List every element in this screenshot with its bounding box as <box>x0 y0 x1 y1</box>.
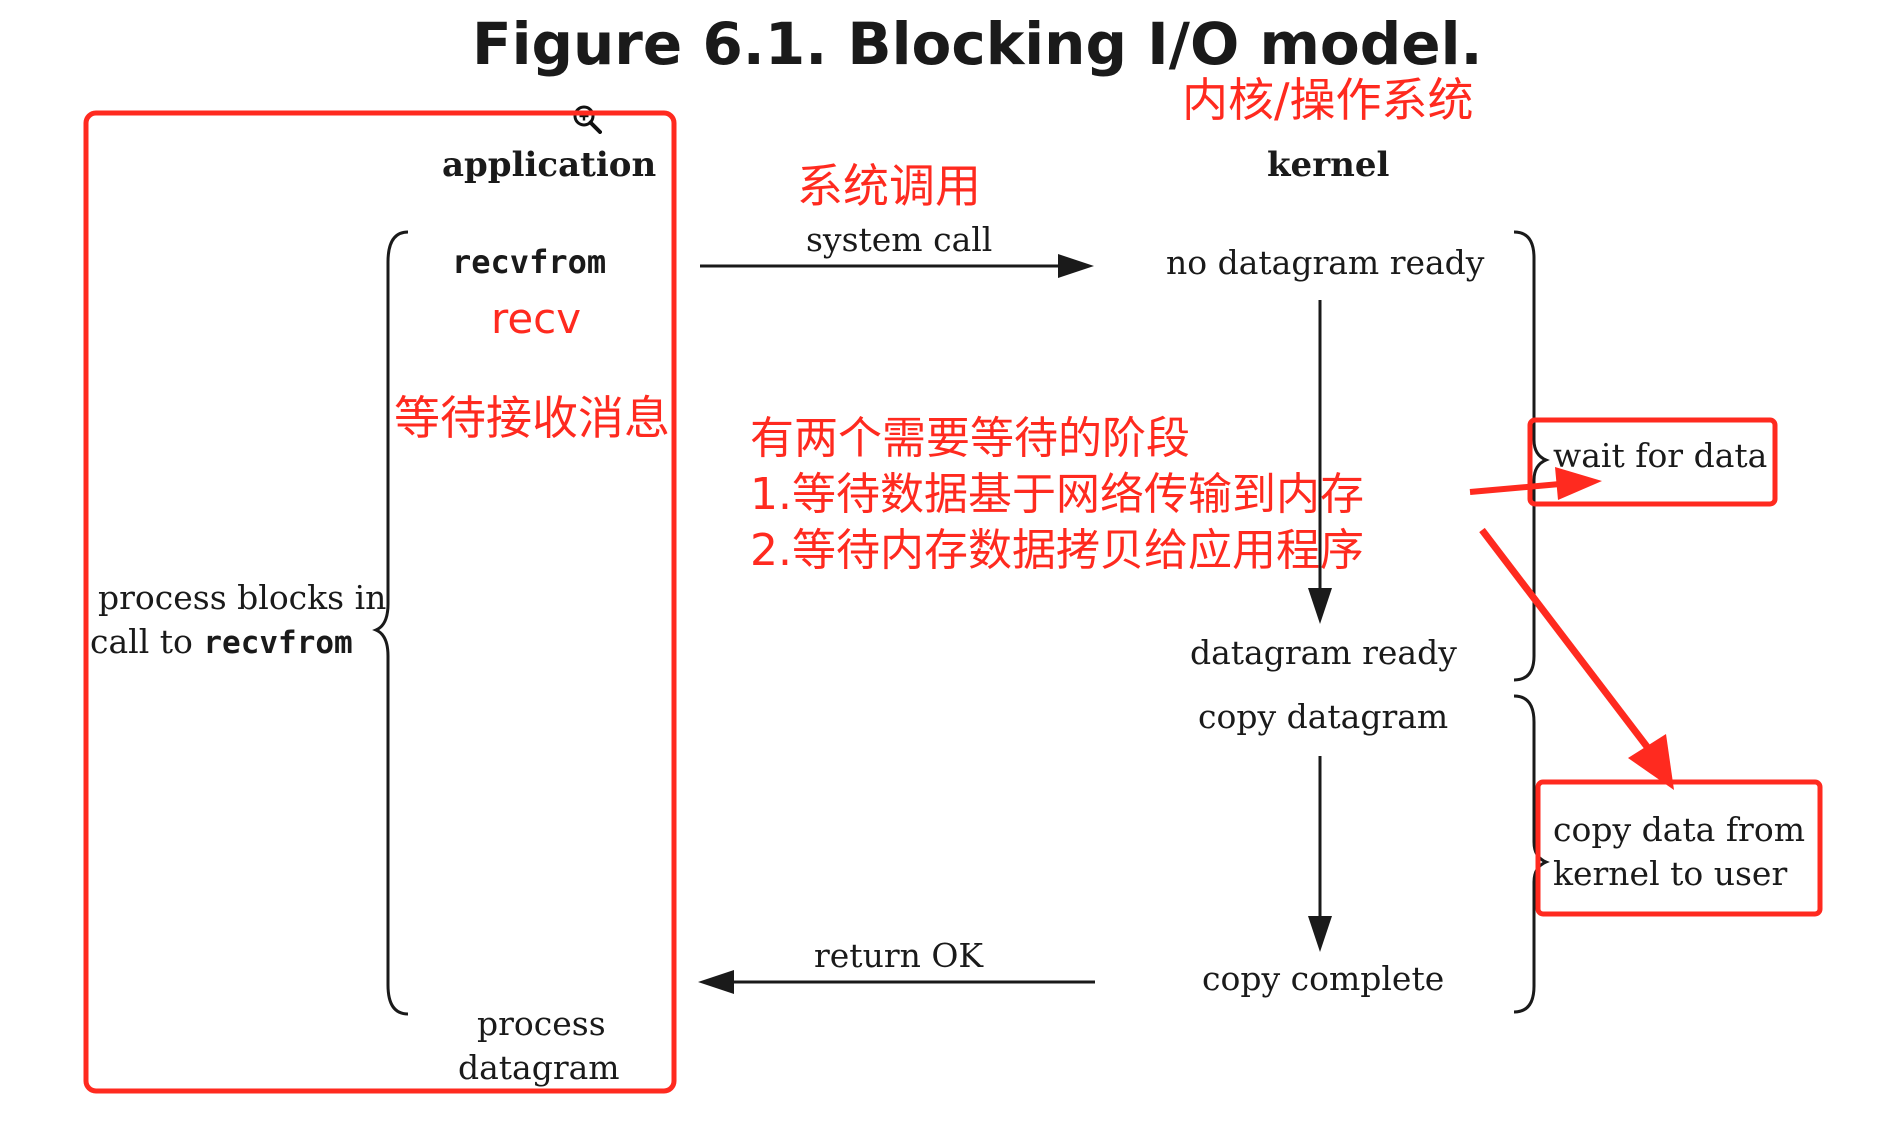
process-datagram-line1: process <box>477 1004 606 1043</box>
system-call-arrowhead <box>1058 254 1094 278</box>
wait-for-data-label: wait for data <box>1553 436 1768 475</box>
copy-complete: copy complete <box>1202 959 1445 998</box>
zoom-in-icon <box>573 105 602 134</box>
red-arrow-wait-line <box>1469 481 1561 495</box>
process-datagram-line2: datagram <box>458 1048 620 1087</box>
process-blocks-line1: process blocks in <box>98 578 387 617</box>
process-blocks-line2-prefix: call to <box>90 622 204 661</box>
copy-arrowhead <box>1308 916 1332 952</box>
return-ok-label: return OK <box>814 936 984 975</box>
annotation-waiting-receive: 等待接收消息 <box>394 391 670 445</box>
annotation-two-phases-line2: 1.等待数据基于网络传输到内存 <box>750 469 1364 520</box>
copy-data-brace <box>1513 694 1550 1014</box>
process-blocks-line2: call to recvfrom <box>90 622 353 661</box>
system-call-label: system call <box>806 220 993 259</box>
wait-arrowhead <box>1308 588 1332 624</box>
no-datagram-ready: no datagram ready <box>1166 243 1485 282</box>
red-arrow-copy-head <box>1628 734 1674 790</box>
annotation-two-phases-line3: 2.等待内存数据拷贝给应用程序 <box>750 525 1364 576</box>
annotation-two-phases-line1: 有两个需要等待的阶段 <box>750 413 1190 464</box>
recvfrom-label: recvfrom <box>452 243 607 281</box>
application-header: application <box>442 145 657 185</box>
kernel-header: kernel <box>1267 145 1390 185</box>
copy-data-line1: copy data from <box>1553 810 1805 849</box>
figure-title: Figure 6.1. Blocking I/O model. <box>472 10 1483 78</box>
copy-datagram: copy datagram <box>1198 697 1449 736</box>
annotation-recv: recv <box>491 294 582 343</box>
process-blocks-line2-code: recvfrom <box>203 625 353 661</box>
copy-data-line2: kernel to user <box>1553 854 1788 893</box>
red-arrow-copy-line <box>1479 527 1651 751</box>
return-ok-arrowhead <box>698 970 734 994</box>
wait-for-data-brace <box>1513 230 1550 682</box>
annotation-system-call: 系统调用 <box>797 159 981 213</box>
annotation-kernel-os: 内核/操作系统 <box>1182 73 1474 127</box>
application-blocking-brace <box>372 230 409 1016</box>
datagram-ready: datagram ready <box>1190 633 1457 672</box>
